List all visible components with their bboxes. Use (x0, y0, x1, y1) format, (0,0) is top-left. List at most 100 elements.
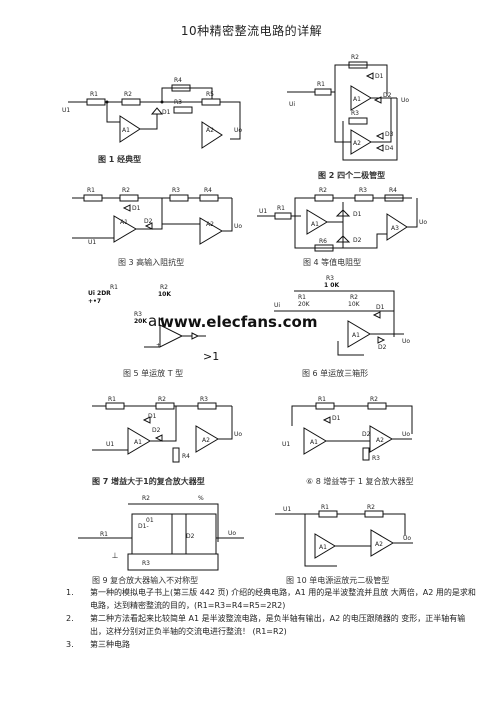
label-d2: D2 (378, 344, 387, 351)
label-r1: R1 (321, 504, 329, 511)
label-r1: R1 (100, 531, 108, 538)
label-uo: Uo (401, 97, 409, 104)
opamp-a1 (119, 115, 141, 143)
list-item-text: 第二种方法看起来比较简单 A1 是半波整流电路，是负半轴有输出，A2 的电压跟随… (90, 614, 466, 636)
label-fig5-r3val: 20K (134, 318, 147, 325)
figure-5-circuit: Ui 2DR +•7 R1 R2 10K R3 20K + (88, 283, 228, 363)
label-ui: Ui (289, 101, 295, 108)
caption-fig4: 图 4 等值电阻型 (303, 258, 362, 267)
opamp-a2 (199, 217, 223, 245)
resistor-r2 (121, 98, 141, 106)
label-d1: D1 (353, 211, 362, 218)
label-a1: A1 (122, 127, 130, 134)
resistor-r3 (354, 194, 374, 202)
label-r3: R3 (200, 396, 208, 403)
label-r2: R2 (158, 396, 166, 403)
label-r2: R2 (350, 294, 358, 301)
opamp-a2 (195, 425, 219, 453)
opamp (159, 324, 184, 348)
label-r1: R1 (277, 205, 285, 212)
label-r3: R3 (359, 187, 367, 194)
label-d3: D3 (385, 131, 394, 138)
resistor-r4 (199, 194, 219, 202)
resistor-r1 (314, 88, 332, 96)
diode-d1 (150, 107, 164, 115)
label-fig9-ground: 丄 (112, 552, 118, 560)
label-fig5-ui: Ui 2DR (88, 290, 111, 297)
label-r1: R1 (317, 81, 325, 88)
diode-d1 (372, 311, 381, 319)
diode-d1 (122, 204, 131, 212)
list-item-number: 2. (66, 614, 74, 623)
diode-d2 (154, 434, 163, 442)
resistor-r5 (201, 98, 221, 106)
caption-fig1: 图 1 经典型 (98, 155, 142, 164)
label-a2: A2 (206, 221, 214, 228)
opamp-a2 (201, 121, 223, 149)
label-r3: R3 (351, 110, 359, 117)
label-r1: R1 (87, 187, 95, 194)
label-u1: U1 (259, 208, 267, 215)
label-fig9-d1: D1- (138, 523, 149, 530)
opamp-a1 (113, 215, 137, 243)
opamp-a1 (350, 85, 372, 111)
list-item: 1. 第一种的模拟电子书上(第三版 442 页) 介绍的经典电路，A1 用的是半… (66, 586, 476, 612)
resistor-r2 (364, 510, 384, 518)
label-r4: R4 (389, 187, 397, 194)
label-d2: D2 (144, 218, 153, 225)
label-r1: R1 (110, 284, 118, 291)
label-d1: D1 (162, 109, 171, 116)
resistor-r1 (318, 510, 338, 518)
label-r4: R4 (174, 77, 182, 84)
resistor-r4 (172, 447, 180, 463)
svg-text:A3: A3 (391, 225, 399, 232)
list-item: 3. 第三种电路 (66, 638, 476, 651)
caption-fig10: 图 10 单电源运放元二极管型 (286, 576, 390, 585)
label-r3: R3 (172, 187, 180, 194)
list-item-text: 第一种的模拟电子书上(第三版 442 页) 介绍的经典电路，A1 用的是半波整流… (90, 588, 476, 610)
label-d1: D1 (332, 415, 341, 422)
label-a2: A2 (376, 437, 384, 444)
resistor-r3 (169, 194, 189, 202)
figure-8-circuit: R1 R2 A1 D1 A2 D2 Uo U1 R3 (282, 396, 432, 468)
label-a2: A2 (375, 541, 383, 548)
resistor-r1 (83, 194, 103, 202)
resistor-r1 (315, 402, 335, 410)
label-ui: Ui (274, 302, 280, 309)
opamp-a1 (306, 209, 328, 235)
label-r2: R2 (370, 396, 378, 403)
label-r3: R3 (134, 311, 142, 318)
resistor-r3 (348, 117, 368, 125)
opamp-a2 (369, 425, 393, 453)
figure-2-circuit: Ui R1 R2 A1 D1 D2 Uo R3 A2 D3 D4 (287, 54, 427, 166)
label-uo: Uo (234, 223, 242, 230)
resistor-r3 (173, 106, 193, 114)
caption-fig5: 图 5 单运放 T 型 (123, 369, 184, 378)
caption-fig3: 图 3 高输入阻抗型 (118, 258, 185, 267)
label-a1: A1 (310, 439, 318, 446)
resistor-r2 (119, 194, 139, 202)
list-item-number: 1. (66, 588, 74, 597)
caption-fig2: 图 2 四个二极管型 (318, 171, 386, 180)
list-item: 2. 第二种方法看起来比较简单 A1 是半波整流电路，是负半轴有输出，A2 的电… (66, 612, 476, 638)
label-r3: R3 (142, 560, 150, 567)
caption-fig6: 图 6 单运放三箱形 (302, 369, 369, 378)
label-r1: R1 (318, 396, 326, 403)
label-d2: D2 (186, 533, 195, 540)
numbered-list: 1. 第一种的模拟电子书上(第三版 442 页) 介绍的经典电路，A1 用的是半… (66, 586, 476, 651)
diode (191, 332, 200, 340)
label-r1: R1 (108, 396, 116, 403)
resistor-r3 (197, 402, 217, 410)
label-fig9-top: % (198, 495, 204, 502)
diode-d2 (144, 222, 153, 230)
label-uo: Uo (228, 530, 236, 537)
label-d1: D1 (148, 413, 157, 420)
figure-7-circuit: R1 R2 R3 A1 D1 D2 A2 Uo U1 R4 (92, 396, 252, 468)
opamp-a1 (127, 427, 151, 455)
label-d1: D1 (375, 73, 384, 80)
opamp-a1 (314, 533, 336, 559)
label-r3: R3 (326, 275, 334, 282)
figure-3-circuit: R1 R2 R3 R4 A1 D1 D2 A2 Uo U1 (72, 187, 252, 258)
label-a1: A1 (353, 96, 361, 103)
label-u1: U1 (106, 441, 114, 448)
